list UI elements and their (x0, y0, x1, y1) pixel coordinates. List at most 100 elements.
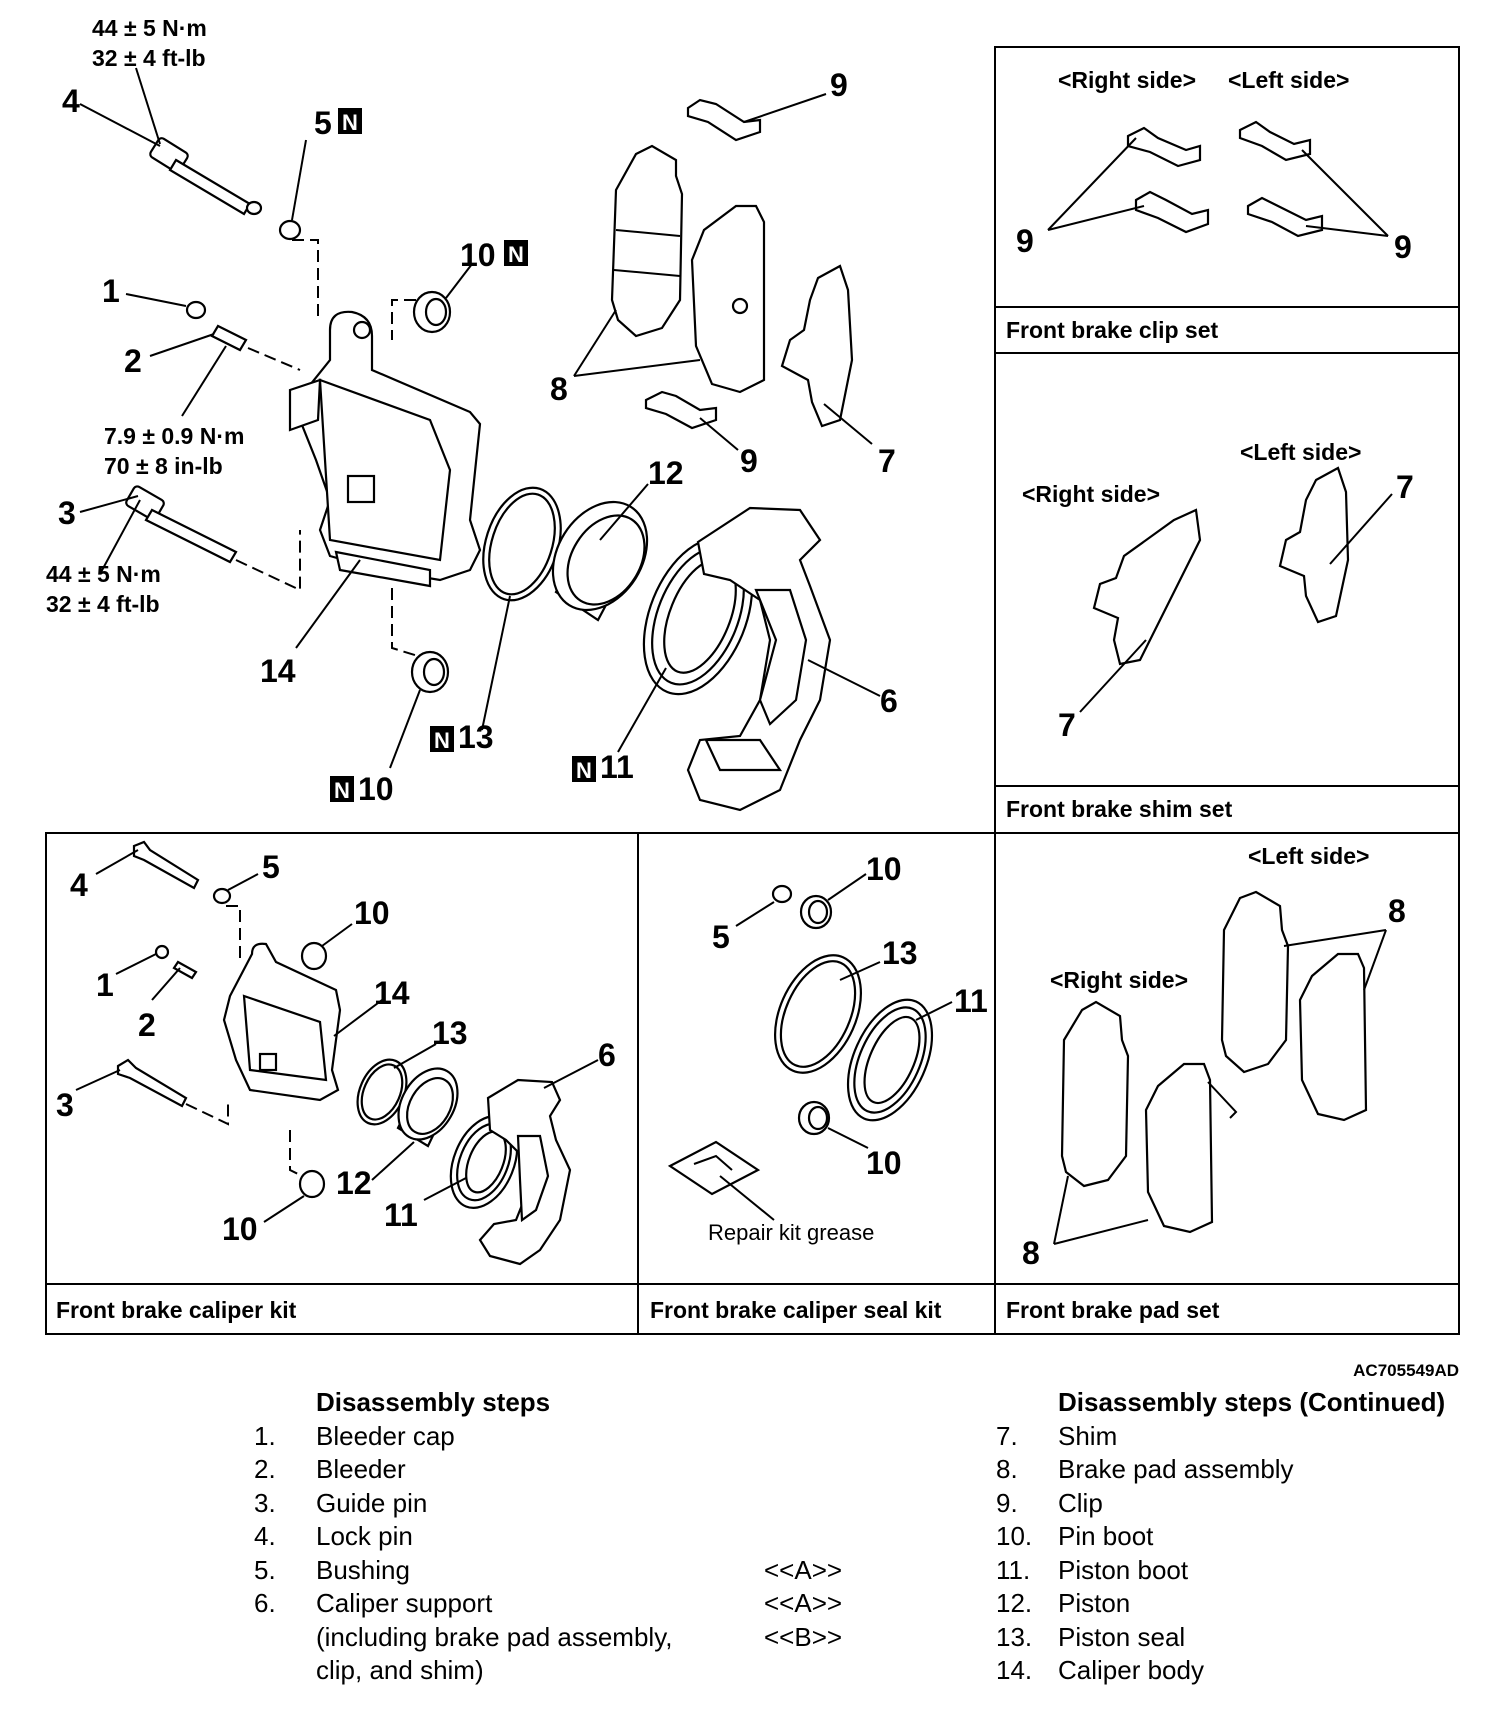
caliper-support (686, 506, 832, 812)
step-number: 8. (996, 1454, 1018, 1484)
step-item: 10.Pin boot (996, 1520, 1496, 1554)
steps-heading: Disassembly steps (316, 1387, 551, 1417)
kit-label-14: 14 (374, 975, 410, 1011)
step-text: Shim (1058, 1420, 1118, 1451)
torque-guide-pin-nm: 44 ± 5 N·m (46, 561, 161, 587)
kit-label-10-lower: 10 (222, 1211, 258, 1247)
shim-set-caption: Front brake shim set (1006, 796, 1233, 822)
clip-set-caption: Front brake clip set (1006, 317, 1219, 343)
clip-left-side-label: <Left side> (1228, 67, 1349, 93)
step-item: 3.Guide pin (254, 1487, 874, 1521)
step-text: Bleeder (316, 1454, 406, 1484)
step-number: 10. (996, 1521, 1033, 1551)
label-4: 4 (62, 83, 80, 119)
step-number: 1. (254, 1420, 276, 1451)
label-3: 3 (58, 495, 76, 531)
label-2: 2 (124, 343, 142, 379)
bushing (278, 219, 302, 241)
step-number: 5. (254, 1554, 276, 1585)
label-10-lower: 10 (358, 771, 394, 807)
step-text: Caliper body (1058, 1655, 1204, 1685)
main-exploded-view: 44 ± 5 N·m 32 ± 4 ft-lb 7.9 ± 0.9 N·m 70… (46, 15, 898, 812)
step-number: 4. (254, 1521, 276, 1551)
clip-lower (644, 390, 718, 430)
step-number: 9. (996, 1487, 1018, 1518)
kit-label-5: 5 (262, 849, 280, 885)
label-6: 6 (880, 683, 898, 719)
panel-frames (45, 46, 1460, 1335)
label-11: 11 (600, 749, 634, 785)
step-item: 6.Caliper support<<A>> (254, 1587, 874, 1621)
label-1: 1 (102, 273, 120, 309)
step-item: 8. Brake pad assembly (996, 1453, 1496, 1487)
label-9-lower: 9 (740, 443, 758, 479)
clip-right-side-label: <Right side> (1058, 67, 1196, 93)
step-item: 12.Piston (996, 1587, 1496, 1621)
new-part-mark: N (434, 728, 450, 753)
clip-upper (686, 98, 762, 142)
kit-label-12: 12 (336, 1165, 372, 1201)
seal-label-10-upper: 10 (866, 851, 902, 887)
caliper-kit-panel: 4 5 10 1 2 14 3 13 12 (56, 840, 616, 1323)
piston (551, 500, 649, 622)
clip-label-9-left: 9 (1394, 229, 1412, 265)
torque-lock-pin-nm: 44 ± 5 N·m (92, 15, 207, 41)
step-item: 9. Clip (996, 1487, 1496, 1521)
torque-guide-pin-ft: 32 ± 4 ft-lb (46, 591, 160, 617)
step-item: (including brake pad assembly,<<B>> (254, 1621, 874, 1655)
pad-left-side-label: <Left side> (1248, 843, 1369, 869)
kit-row-frame (45, 832, 1460, 1335)
caliper-kit-caption: Front brake caliper kit (56, 1297, 297, 1323)
kit-label-6: 6 (598, 1037, 616, 1073)
step-reference: <<B>> (764, 1621, 843, 1652)
label-7: 7 (878, 443, 896, 479)
shim-label-7-left: 7 (1396, 469, 1414, 505)
step-number: 2. (254, 1454, 276, 1484)
step-text: Clip (1058, 1487, 1103, 1518)
grease-packet (667, 1140, 761, 1196)
step-item: 5.Bushing<<A>> (254, 1554, 874, 1588)
step-reference: <<A>> (764, 1554, 843, 1585)
pin-boot-lower (410, 650, 450, 694)
step-number: 6. (254, 1588, 276, 1618)
caliper-body (288, 310, 482, 588)
pad-label-8-left: 8 (1388, 893, 1406, 929)
step-item: clip, and shim) (254, 1654, 874, 1688)
step-item: 1.Bleeder cap (254, 1420, 874, 1454)
torque-bleeder-in: 70 ± 8 in-lb (104, 453, 223, 479)
step-item: 2. Bleeder (254, 1453, 874, 1487)
step-text: Lock pin (316, 1521, 413, 1551)
step-item: 4. Lock pin (254, 1520, 874, 1554)
step-number: 7. (996, 1420, 1018, 1451)
shim-label-7-right: 7 (1058, 707, 1076, 743)
kit-label-4: 4 (70, 867, 88, 903)
step-text: Piston boot (1058, 1554, 1189, 1585)
label-8: 8 (550, 371, 568, 407)
step-item: 14.Caliper body (996, 1654, 1496, 1688)
bleeder-cap (185, 300, 207, 320)
step-text: Caliper support (316, 1588, 493, 1618)
new-part-mark: N (576, 758, 592, 783)
seal-label-13: 13 (882, 935, 918, 971)
label-12: 12 (648, 455, 684, 491)
seal-kit-panel: 10 5 13 11 10 Repair kit grease Front br… (650, 851, 988, 1323)
disassembly-steps-right: Disassembly steps (Continued) 7. Shim 8. Br… (996, 1386, 1496, 1688)
step-number: 11. (996, 1554, 1031, 1585)
step-text: Brake pad assembly (1058, 1454, 1294, 1484)
lock-pin (149, 137, 263, 216)
clip-label-9-right: 9 (1016, 223, 1034, 259)
seal-label-5: 5 (712, 919, 730, 955)
pad-set-panel: <Left side> <Right side> 8 8 Front brake… (1006, 843, 1406, 1323)
shim-right (1092, 508, 1202, 666)
seal-kit-caption: Front brake caliper seal kit (650, 1297, 942, 1323)
new-part-mark: N (508, 242, 524, 267)
shim-left (1278, 466, 1350, 624)
step-number: 3. (254, 1487, 276, 1518)
steps-continued-heading: Disassembly steps (Continued) (1058, 1387, 1446, 1417)
shim-set-frame (994, 352, 1460, 834)
pin-boot-upper (412, 290, 452, 334)
torque-lock-pin-ft: 32 ± 4 ft-lb (92, 45, 206, 71)
repair-kit-grease-label: Repair kit grease (708, 1220, 874, 1245)
